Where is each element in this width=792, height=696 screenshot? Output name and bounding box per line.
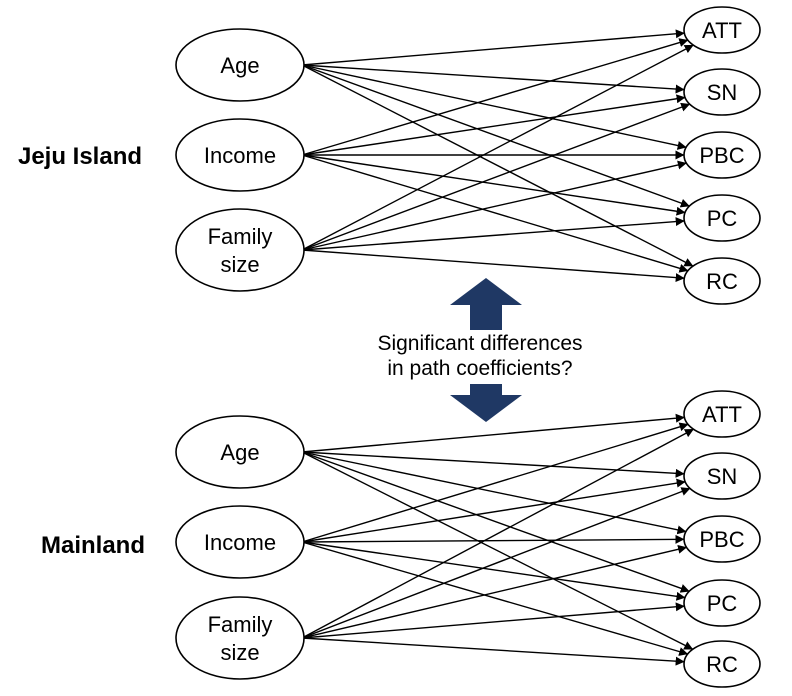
edge-mainland-income-pc: [301, 541, 686, 601]
question-line-2: in path coefficients?: [387, 357, 572, 380]
edges-layer: [301, 29, 694, 666]
target-node-rc-label: RC: [706, 269, 738, 294]
target-node-pc-shape: [683, 194, 761, 242]
edge-mainland-income-sn: [301, 478, 686, 543]
edge-mainland-family-pc: [301, 602, 685, 639]
up-arrow-icon: [450, 278, 522, 330]
edge-jeju-island-age-pbc: [301, 64, 687, 150]
source-node-income-label: Income: [204, 143, 276, 168]
edge-mainland-family-att: [301, 428, 694, 639]
group-label-jeju: Jeju Island: [18, 143, 142, 170]
source-node-family-label: size: [220, 640, 259, 665]
source-node-family-label: Family: [208, 224, 273, 249]
target-node-pc-label: PC: [707, 206, 738, 231]
target-node-pc-label: PC: [707, 591, 738, 616]
edge-mainland-age-sn: [301, 451, 685, 478]
target-node-pbc-shape: [683, 515, 761, 563]
source-node-age-label: Age: [220, 53, 259, 78]
source-node-family-shape: [175, 596, 305, 680]
target-node-att: ATT: [683, 6, 761, 54]
target-node-pbc-label: PBC: [699, 527, 744, 552]
edge-jeju-island-age-sn: [301, 64, 685, 94]
target-node-rc-shape: [683, 257, 761, 305]
source-node-age-shape: [175, 415, 305, 489]
source-node-income: Income: [175, 118, 305, 192]
source-node-income-shape: [175, 118, 305, 192]
target-node-att: ATT: [683, 390, 761, 438]
source-node-age-shape: [175, 28, 305, 102]
target-node-att-shape: [683, 390, 761, 438]
edge-mainland-income-pbc: [301, 534, 685, 544]
target-node-pbc-label: PBC: [699, 143, 744, 168]
edge-jeju-island-family-sn: [301, 102, 691, 251]
edge-mainland-age-att: [301, 413, 685, 453]
source-node-age-label: Age: [220, 440, 259, 465]
target-node-att-label: ATT: [702, 402, 742, 427]
target-node-sn: SN: [683, 68, 761, 116]
target-node-rc: RC: [683, 257, 761, 305]
edge-mainland-family-pbc: [301, 544, 688, 639]
source-node-income-label: Income: [204, 530, 276, 555]
edge-mainland-family-rc: [301, 637, 685, 666]
target-node-sn-label: SN: [707, 464, 738, 489]
edge-jeju-island-age-rc: [301, 64, 694, 267]
target-node-pbc: PBC: [683, 515, 761, 563]
source-node-age: Age: [175, 28, 305, 102]
edge-mainland-age-pc: [301, 451, 690, 593]
nodes-layer: AgeIncomeFamilysizeATTSNPBCPCRCAgeIncome…: [175, 6, 761, 688]
edge-jeju-island-age-att: [301, 29, 685, 66]
target-node-pbc-shape: [683, 131, 761, 179]
target-node-pc: PC: [683, 579, 761, 627]
source-node-income-shape: [175, 505, 305, 579]
edge-jeju-island-income-pc: [301, 154, 686, 216]
target-node-rc-label: RC: [706, 652, 738, 677]
edge-jeju-island-age-pc: [301, 64, 690, 208]
down-arrow-icon: [450, 384, 522, 422]
edge-mainland-income-att: [301, 422, 689, 543]
target-node-att-shape: [683, 6, 761, 54]
source-node-family-shape: [175, 208, 305, 292]
source-node-family-label: size: [220, 252, 259, 277]
target-node-sn: SN: [683, 452, 761, 500]
edge-mainland-family-sn: [301, 487, 691, 639]
edge-mainland-age-pbc: [301, 451, 687, 535]
edge-jeju-island-income-sn: [301, 94, 686, 156]
edge-jeju-island-family-pc: [301, 217, 685, 251]
edge-mainland-age-rc: [301, 451, 694, 650]
target-node-sn-label: SN: [707, 80, 738, 105]
edge-jeju-island-income-att: [301, 38, 689, 156]
question-line-1: Significant differences: [377, 332, 582, 355]
target-node-rc: RC: [683, 640, 761, 688]
source-node-age: Age: [175, 415, 305, 489]
source-node-income: Income: [175, 505, 305, 579]
target-node-pbc: PBC: [683, 131, 761, 179]
edge-jeju-island-family-rc: [301, 249, 685, 283]
edge-mainland-income-rc: [301, 541, 689, 656]
target-node-rc-shape: [683, 640, 761, 688]
source-node-family-label: Family: [208, 612, 273, 637]
edge-jeju-island-family-att: [301, 44, 694, 251]
target-node-sn-shape: [683, 68, 761, 116]
target-node-pc: PC: [683, 194, 761, 242]
edge-jeju-island-family-pbc: [301, 160, 687, 251]
source-node-family: Family size: [175, 596, 305, 680]
target-node-sn-shape: [683, 452, 761, 500]
edge-jeju-island-income-rc: [301, 154, 689, 273]
group-label-mainland: Mainland: [41, 532, 145, 559]
target-node-pc-shape: [683, 579, 761, 627]
target-node-att-label: ATT: [702, 18, 742, 43]
source-node-family: Family size: [175, 208, 305, 292]
